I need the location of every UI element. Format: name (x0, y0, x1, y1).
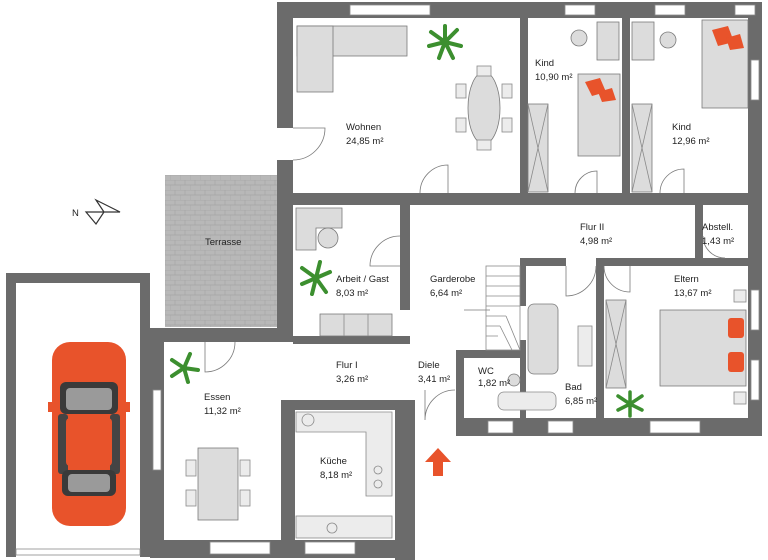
kind2-furniture (631, 19, 749, 193)
room-label-abstell: Abstell. (702, 222, 733, 233)
compass-label: N (72, 208, 79, 219)
room-area-kind1: 10,90 m² (535, 72, 573, 83)
room-label-kind2: Kind (672, 122, 691, 133)
room-label-wohnen: Wohnen (346, 122, 381, 133)
doors (204, 127, 726, 421)
room-area-kueche: 8,18 m² (320, 470, 352, 481)
kitchen-counters (295, 411, 393, 539)
bathroom-fixtures (497, 303, 593, 411)
room-area-kind2: 12,96 m² (672, 136, 710, 147)
room-area-essen: 11,32 m² (204, 406, 241, 417)
room-label-arbeit: Arbeit / Gast (336, 274, 389, 285)
room-area-arbeit: 8,03 m² (336, 288, 368, 299)
kind1-furniture (527, 21, 621, 193)
room-area-wc: 1,82 m² (478, 378, 510, 389)
staircase (485, 265, 521, 351)
room-label-garderobe: Garderobe (430, 274, 475, 285)
room-label-essen: Essen (204, 392, 230, 403)
room-label-flur2: Flur II (580, 222, 604, 233)
eltern-furniture (605, 289, 747, 418)
room-area-bad: 6,85 m² (565, 396, 597, 407)
room-area-flur2: 4,98 m² (580, 236, 612, 247)
sofa (296, 25, 408, 93)
room-area-wohnen: 24,85 m² (346, 136, 384, 147)
walls (150, 2, 762, 560)
room-area-abstell: 1,43 m² (702, 236, 734, 247)
essen-furniture (170, 352, 251, 521)
dining-table-wohnen (455, 65, 513, 151)
room-label-flur1: Flur I (336, 360, 358, 371)
terrace-label: Terrasse (205, 237, 241, 248)
room-area-diele: 3,41 m² (418, 374, 450, 385)
garage (6, 273, 150, 557)
entrance-arrow-icon (425, 448, 451, 476)
room-area-garderobe: 6,64 m² (430, 288, 462, 299)
room-label-kueche: Küche (320, 456, 347, 467)
terrace (165, 175, 277, 327)
room-label-bad: Bad (565, 382, 582, 393)
room-label-wc: WC (478, 366, 494, 377)
room-label-diele: Diele (418, 360, 440, 371)
room-label-kind1: Kind (535, 58, 554, 69)
room-area-flur1: 3,26 m² (336, 374, 368, 385)
arbeit-furniture (295, 207, 393, 337)
north-arrow-icon (84, 198, 121, 226)
room-area-eltern: 13,67 m² (674, 288, 712, 299)
plant-icon (427, 24, 463, 60)
room-label-eltern: Eltern (674, 274, 699, 285)
car-icon (48, 342, 130, 526)
